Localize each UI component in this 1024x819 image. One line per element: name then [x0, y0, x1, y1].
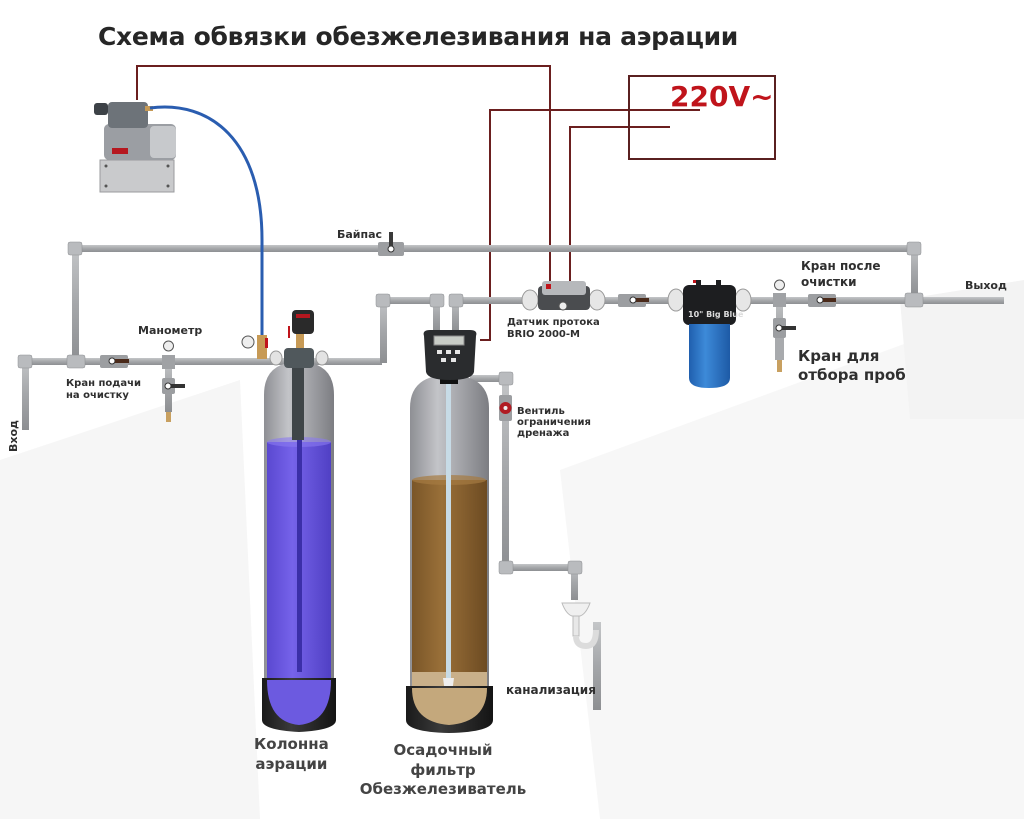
power-box: [628, 75, 776, 160]
aeration-column-label: Колонна аэрации: [254, 735, 329, 773]
big-blue-label: 10" Big Blue: [688, 310, 744, 319]
diagram-title: Схема обвязки обезжелезивания на аэрации: [98, 22, 739, 51]
sewer-label: канализация: [506, 683, 596, 697]
bypass-right-riser: [911, 245, 918, 297]
wire-controller: [480, 109, 700, 341]
bypass-pipe: [72, 245, 918, 252]
sensor-union-valve: [618, 294, 649, 307]
manometer-label: Манометр: [138, 324, 203, 337]
aeration-manometer: [241, 335, 268, 359]
manometer-tee: [162, 340, 185, 422]
air-compressor: [94, 102, 176, 193]
aeration-out-riser: [380, 297, 387, 363]
drain-top: [470, 375, 510, 382]
flow-sensor-label: Датчик протока BRIO 2000-M: [507, 317, 600, 340]
sewer-pipe: [593, 622, 601, 710]
sample-valve: [773, 279, 796, 372]
after-valve-label: Кран после очистки: [801, 259, 881, 289]
inlet-pipe: [22, 358, 382, 365]
bypass-label: Байпас: [337, 228, 383, 241]
drain-funnel: [561, 602, 599, 650]
filter-in-drop: [433, 297, 440, 332]
air-hose: [149, 105, 264, 340]
inlet-riser: [22, 358, 29, 430]
supply-valve: [100, 355, 129, 368]
filter-out-riser: [452, 297, 459, 332]
big-blue-filter: [667, 280, 752, 388]
wire-compressor: [136, 65, 551, 282]
aeration-out-top: [380, 297, 440, 304]
drain-horizontal: [502, 564, 578, 571]
sample-valve-label: Кран для отбора проб: [798, 347, 906, 384]
bypass-valve: [378, 232, 404, 256]
power-label: 220V~: [670, 80, 774, 113]
bypass-left-riser: [72, 245, 79, 363]
iron-filter-label: Осадочный фильтр Обезжелезиватель: [359, 741, 527, 798]
drain-down: [571, 564, 578, 600]
flow-sensor-brio: [521, 281, 606, 311]
drain-vertical: [502, 375, 509, 570]
wire-sensor: [569, 126, 670, 282]
drain-limiting-valve: [499, 395, 512, 421]
electrical-wires: [136, 65, 700, 341]
aeration-column: [262, 310, 336, 732]
supply-valve-label: Кран подачи на очистку: [66, 378, 141, 401]
inlet-label: Вход: [7, 420, 20, 452]
outlet-label: Выход: [965, 279, 1007, 292]
iron-removal-filter: [406, 330, 493, 733]
pipes: [22, 245, 1004, 710]
after-valve: [808, 294, 836, 307]
drain-valve-label: Вентиль ограничения дренажа: [517, 406, 591, 439]
